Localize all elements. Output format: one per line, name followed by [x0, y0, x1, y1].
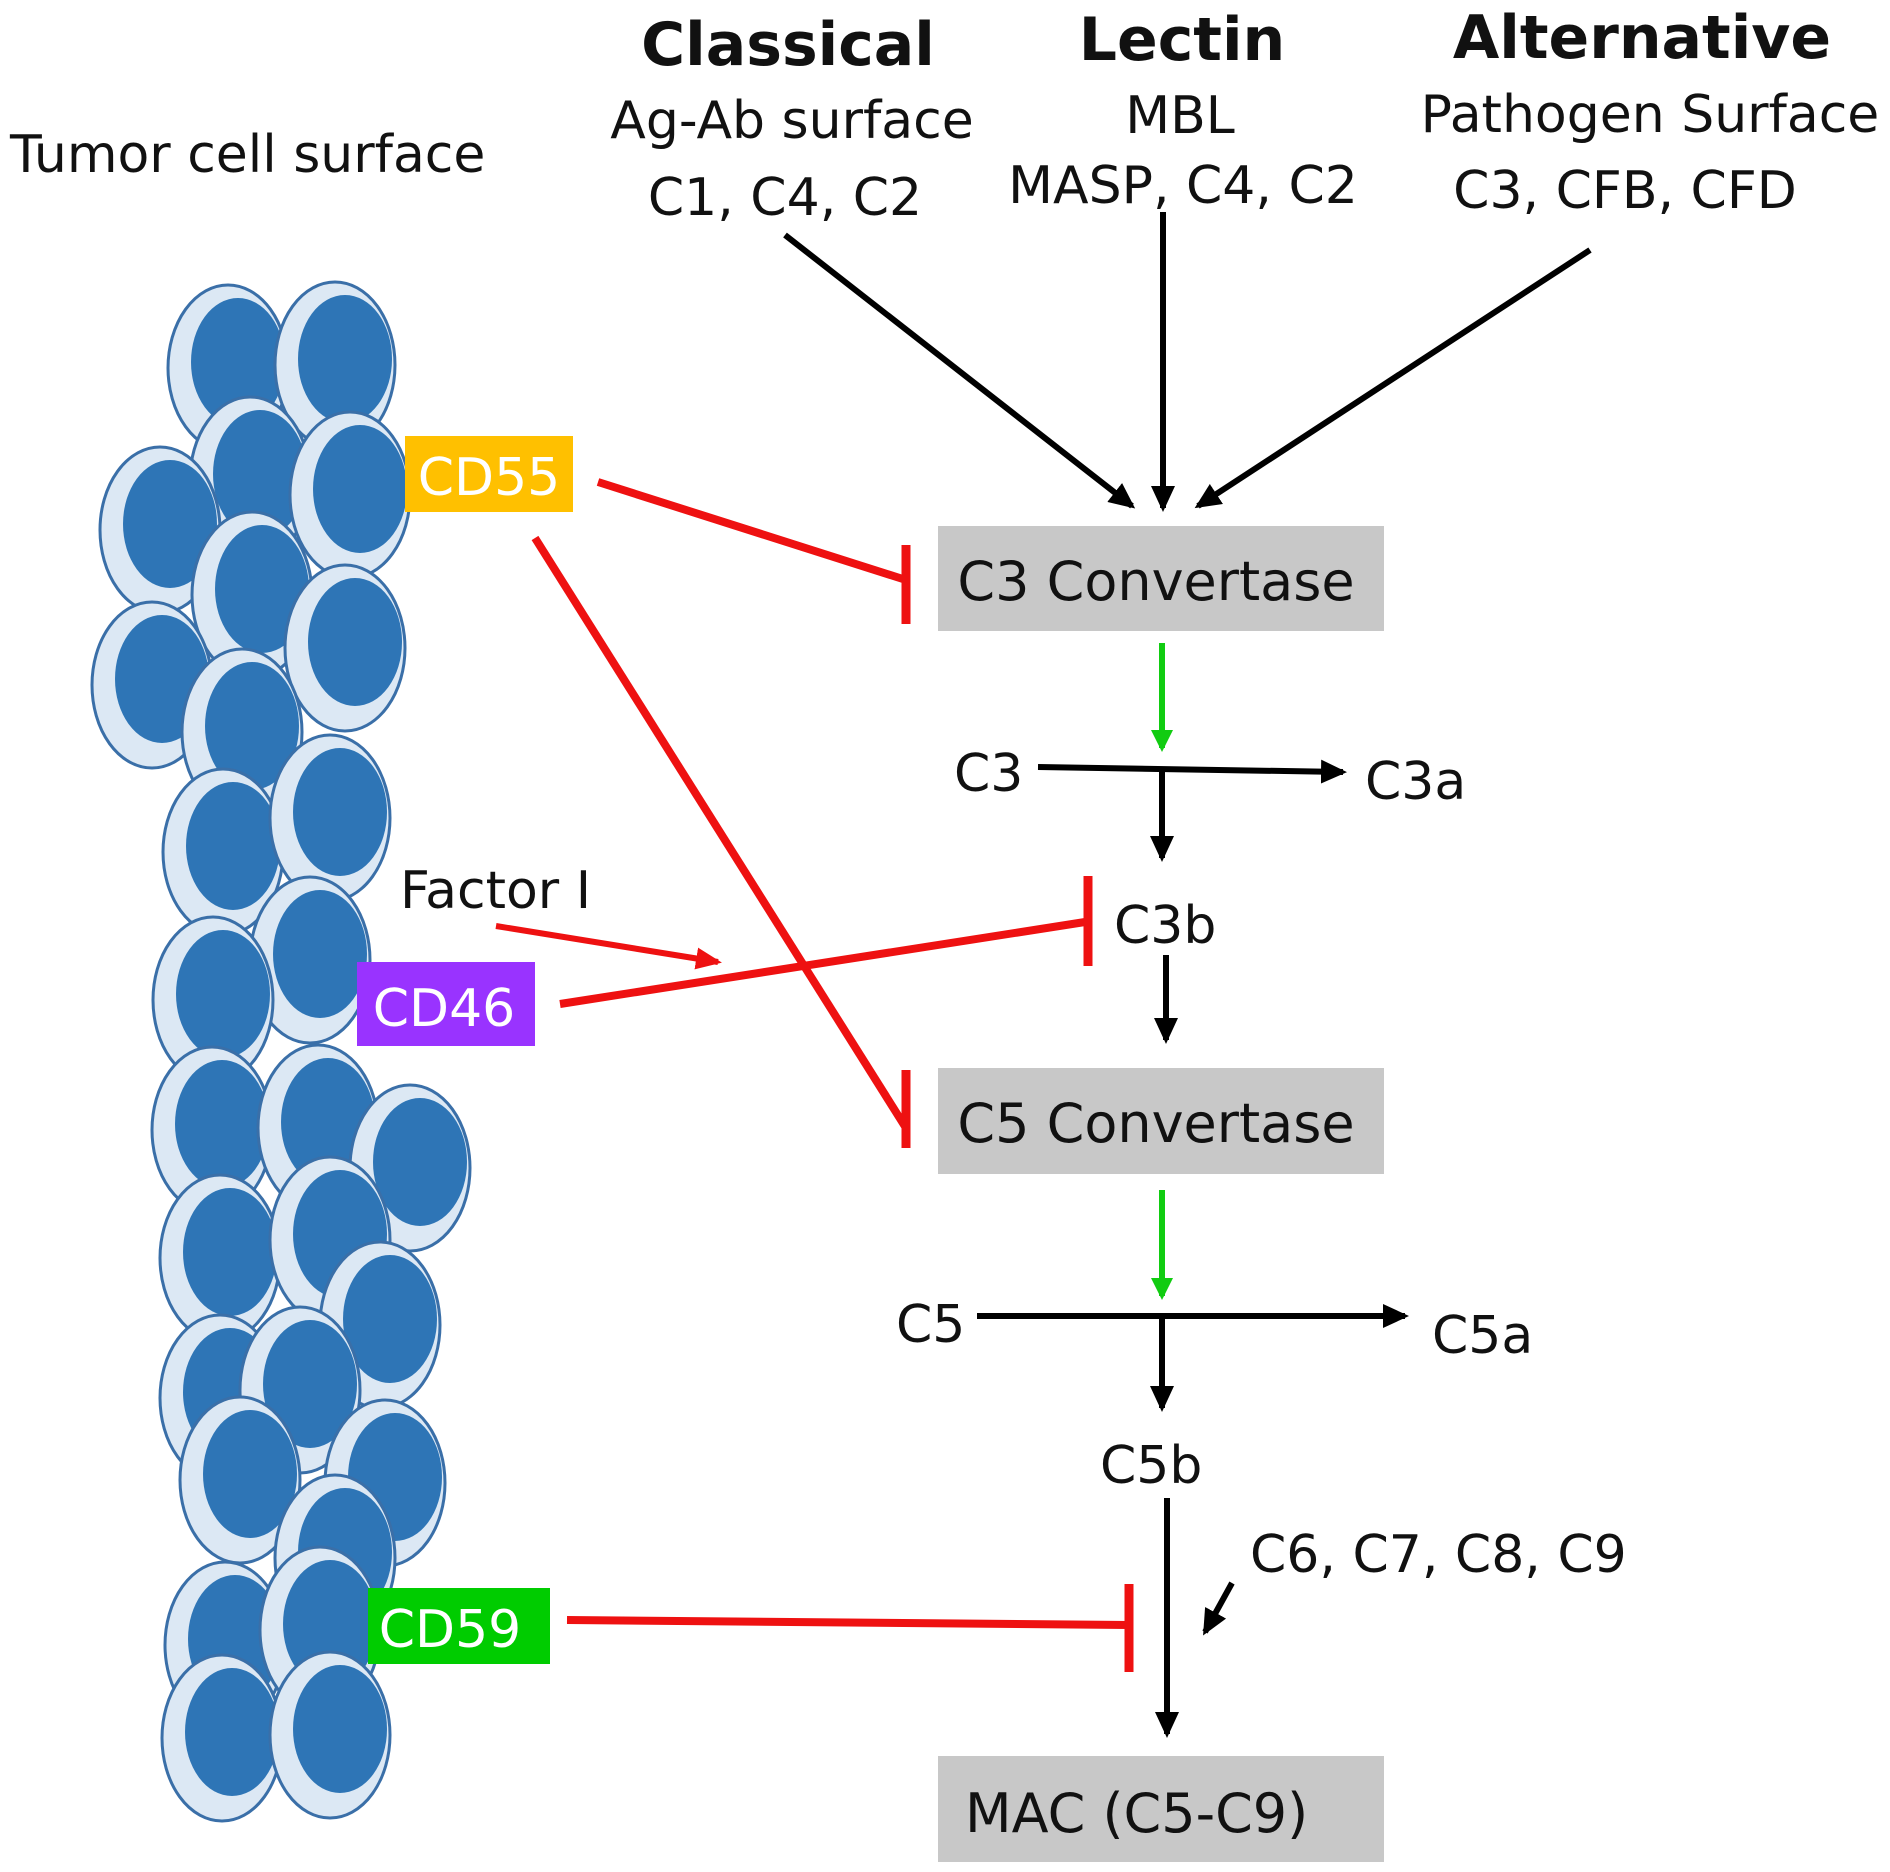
- c3-convertase-label: C3 Convertase: [957, 550, 1354, 613]
- cd55-inhibit-c5-convertase: [531, 535, 911, 1148]
- cd55-tag: CD55: [405, 436, 573, 512]
- tumor-cell-nucleus: [186, 782, 280, 910]
- tumor-cell-nucleus: [273, 890, 367, 1018]
- tumor-cell-nucleus: [293, 1665, 387, 1793]
- cd59-inhibit-mac: [566, 1584, 1134, 1672]
- c3b-label: C3b: [1114, 896, 1216, 956]
- tumor-cell-nucleus: [343, 1255, 437, 1383]
- c5-convertase-box: C5 Convertase: [938, 1068, 1384, 1174]
- tumor-cell-nucleus: [308, 578, 402, 706]
- c3-label: C3: [954, 744, 1023, 804]
- tumor-cell-nucleus: [183, 1188, 277, 1316]
- tumor-cell-nucleus: [313, 425, 407, 553]
- c5b-label: C5b: [1100, 1436, 1202, 1496]
- c5-label: C5: [896, 1295, 965, 1355]
- tumor-cell-nucleus: [176, 930, 270, 1058]
- tumor-cell-nucleus: [283, 1560, 377, 1688]
- terminal-components-arrow: [1202, 1581, 1235, 1636]
- tumor-cell-nucleus: [203, 1410, 297, 1538]
- mac-box: MAC (C5-C9): [938, 1756, 1384, 1862]
- pathway-lectin: Lectin MBL MASP, C4, C2: [1008, 5, 1358, 216]
- cd46-label: CD46: [373, 979, 516, 1039]
- cd46-tag: CD46: [357, 962, 535, 1046]
- cd55-inhibit-c3-convertase: [596, 478, 911, 624]
- tumor-cell-nucleus: [215, 525, 309, 653]
- tumor-cell-nucleus: [123, 460, 217, 588]
- pathway-components: MASP, C4, C2: [1008, 156, 1358, 216]
- cd55-label: CD55: [418, 448, 561, 508]
- c5a-label: C5a: [1432, 1306, 1533, 1366]
- c5-convertase-label: C5 Convertase: [957, 1092, 1354, 1155]
- c3a-label: C3a: [1365, 752, 1466, 812]
- classical-arrow: [783, 232, 1136, 509]
- pathway-classical: Classical Ag-Ab surface C1, C4, C2: [610, 10, 974, 228]
- c3-convertase-box: C3 Convertase: [938, 526, 1384, 631]
- pathway-name: Lectin: [1079, 5, 1285, 75]
- tumor-cell-surface-label: Tumor cell surface: [9, 125, 485, 185]
- tumor-cell-nucleus: [298, 295, 392, 423]
- terminal-components-label: C6, C7, C8, C9: [1250, 1525, 1627, 1585]
- tumor-cell-nucleus: [175, 1060, 269, 1188]
- cd59-label: CD59: [379, 1600, 522, 1660]
- tumor-cell-nucleus: [373, 1098, 467, 1226]
- pathway-name: Classical: [641, 10, 935, 80]
- cd59-tag: CD59: [368, 1588, 550, 1664]
- tumor-cell-nucleus: [191, 298, 285, 426]
- pathway-trigger: Pathogen Surface: [1421, 85, 1880, 145]
- mac-label: MAC (C5-C9): [965, 1782, 1308, 1845]
- alternative-arrow: [1194, 247, 1592, 509]
- factor-i-label: Factor I: [400, 861, 591, 921]
- cd46-inhibit-c3b: [559, 876, 1093, 1008]
- pathway-trigger: MBL: [1125, 86, 1235, 146]
- tumor-cell-nucleus: [263, 1320, 357, 1448]
- pathway-trigger: Ag-Ab surface: [610, 91, 974, 151]
- tumor-cell-nucleus: [185, 1668, 279, 1796]
- c3-to-c3a-arrow: [1037, 759, 1347, 784]
- tumor-cell-nucleus: [205, 662, 299, 790]
- pathway-name: Alternative: [1453, 3, 1831, 73]
- factor-i-arrow: [495, 923, 722, 970]
- pathway-components: C3, CFB, CFD: [1453, 161, 1797, 221]
- tumor-cell-nucleus: [213, 410, 307, 538]
- pathway-alternative: Alternative Pathogen Surface C3, CFB, CF…: [1421, 3, 1880, 221]
- pathway-components: C1, C4, C2: [648, 168, 922, 228]
- tumor-cell-nucleus: [293, 748, 387, 876]
- tumor-cell-cluster: [90, 280, 472, 1823]
